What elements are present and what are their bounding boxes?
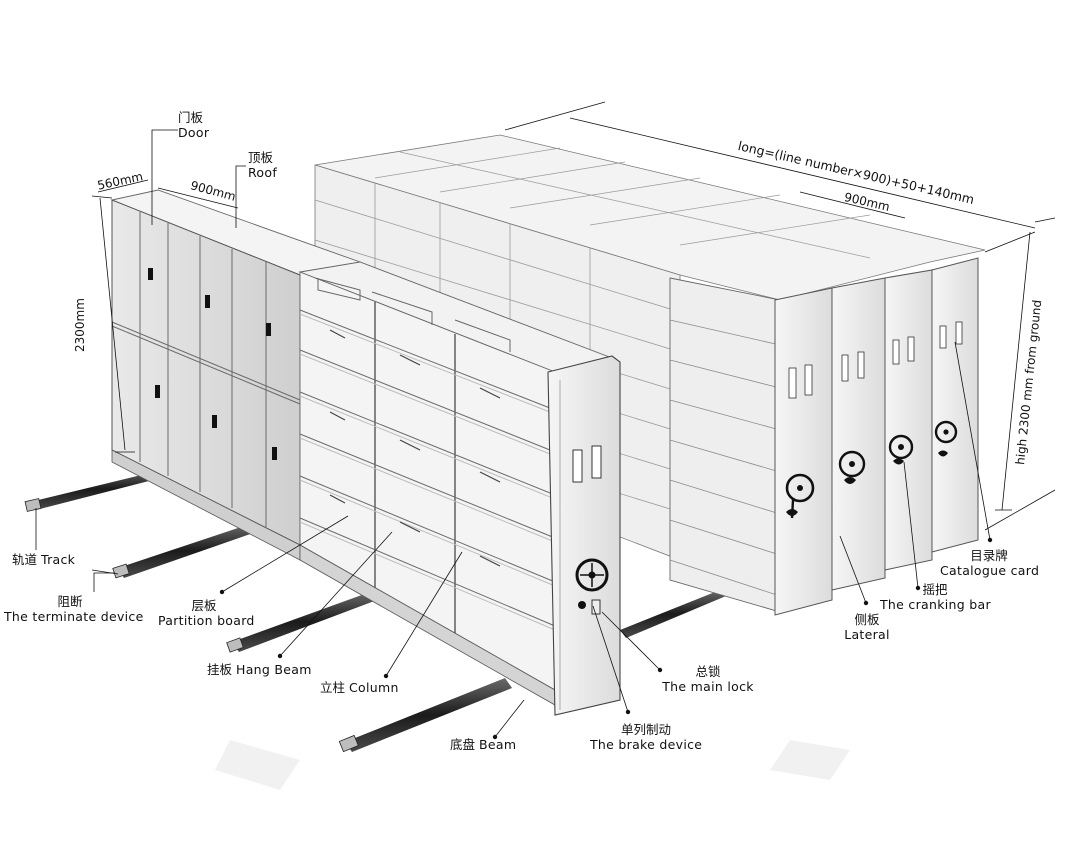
label-cranking-cn: 摇把 xyxy=(922,582,948,597)
label-roof-en: Roof xyxy=(248,165,278,180)
tracks xyxy=(24,468,726,753)
label-roof-cn: 顶板 xyxy=(248,150,274,165)
label-main-lock-en: The main lock xyxy=(662,679,754,694)
left-door-cabinets xyxy=(110,189,362,561)
front-end-panel xyxy=(547,355,621,716)
label-cranking-en: The cranking bar xyxy=(880,597,991,612)
label-catalogue-cn: 目录牌 xyxy=(970,548,1008,563)
label-terminate-en: The terminate device xyxy=(4,609,144,624)
track-rail xyxy=(226,590,726,653)
label-brake-cn: 单列制动 xyxy=(620,722,671,737)
label-terminate-cn: 阻断 xyxy=(57,594,83,609)
label-beam: 底盘 Beam xyxy=(450,737,516,752)
label-catalogue-en: Catalogue card xyxy=(940,563,1040,578)
label-track-cn: 轨道 xyxy=(12,552,38,567)
leader-dots xyxy=(219,537,993,740)
leader-lines xyxy=(35,129,991,738)
label-column-en: Column xyxy=(349,680,399,695)
label-cranking: 摇把 The cranking bar xyxy=(880,582,991,612)
label-track-en: Track xyxy=(41,552,76,567)
label-door: 门板 Door xyxy=(178,110,209,140)
label-lateral-en: Lateral xyxy=(844,627,890,642)
center-open-shelving xyxy=(298,261,614,706)
label-hang-beam: 挂板 Hang Beam xyxy=(207,662,312,677)
label-track: 轨道 Track xyxy=(12,552,75,567)
label-catalogue: 目录牌 Catalogue card xyxy=(940,548,1040,578)
lateral-panel xyxy=(831,277,886,591)
label-brake-en: The brake device xyxy=(590,737,703,752)
track-rail xyxy=(24,468,176,512)
label-partition-cn: 层板 xyxy=(191,598,217,613)
label-brake: 单列制动 The brake device xyxy=(590,722,702,752)
label-hang-beam-cn: 挂板 xyxy=(207,662,233,677)
label-door-en: Door xyxy=(178,125,210,140)
label-lateral-cn: 侧板 xyxy=(854,612,880,627)
lateral-panel xyxy=(931,257,979,553)
label-column: 立柱 Column xyxy=(320,680,399,695)
label-column-cn: 立柱 xyxy=(320,680,346,695)
floor-shadow xyxy=(215,740,850,790)
label-beam-cn: 底盘 xyxy=(450,737,476,752)
dimension-lines xyxy=(91,101,1056,531)
label-partition-en: Partition board xyxy=(158,613,255,628)
lateral-panel xyxy=(774,287,833,616)
label-terminate: 阻断 The terminate device xyxy=(4,594,144,624)
track-rail xyxy=(112,524,256,579)
label-main-lock-cn: 总锁 xyxy=(695,664,721,679)
label-lateral: 侧板 Lateral xyxy=(842,612,892,642)
dim-height-left: 2300mm xyxy=(73,298,87,352)
track-rail xyxy=(338,678,512,753)
label-beam-en: Beam xyxy=(479,737,517,752)
right-cabinets xyxy=(669,257,979,616)
label-door-cn: 门板 xyxy=(178,110,204,125)
lateral-panel xyxy=(884,269,933,571)
label-roof: 顶板 Roof xyxy=(248,150,277,180)
label-hang-beam-en: Hang Beam xyxy=(236,662,312,677)
label-partition: 层板 Partition board xyxy=(158,598,255,628)
label-main-lock: 总锁 The main lock xyxy=(662,664,754,694)
